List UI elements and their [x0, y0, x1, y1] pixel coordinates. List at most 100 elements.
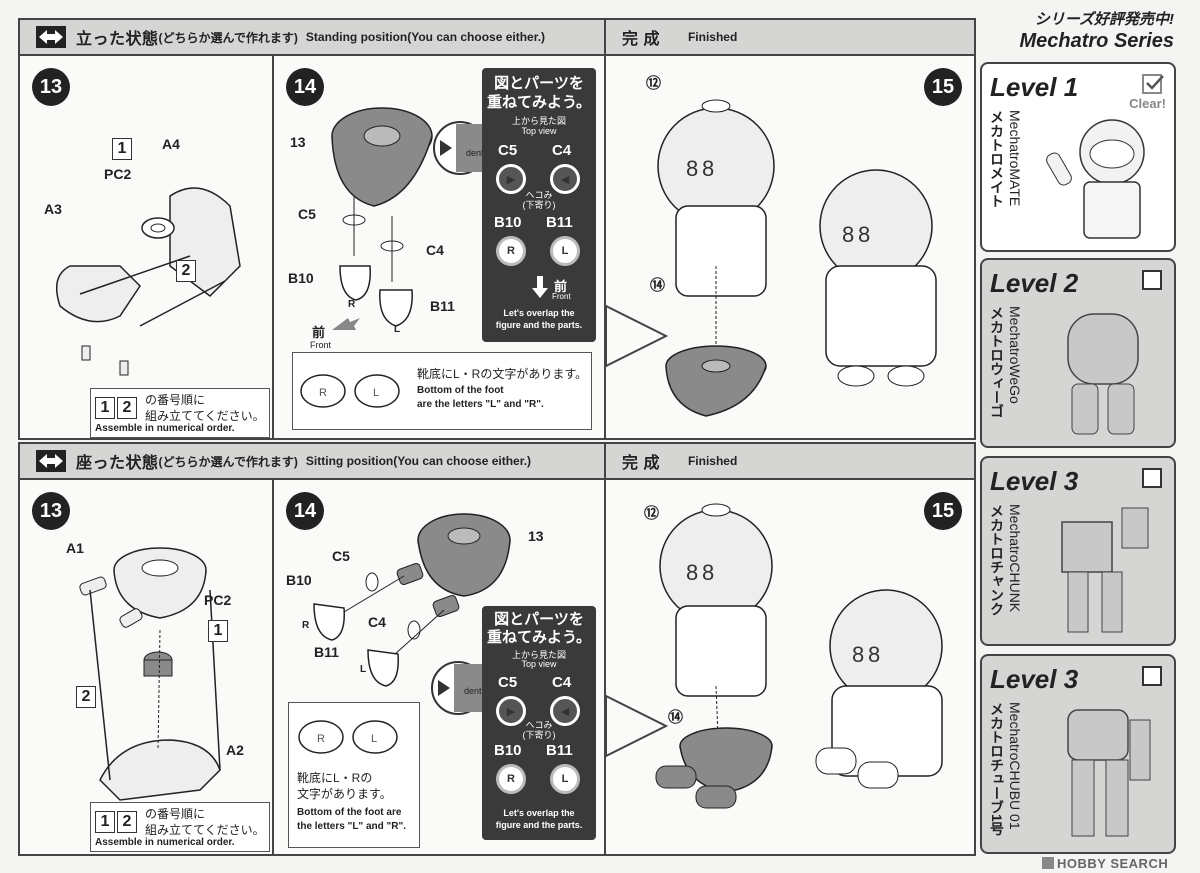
b11-part-icon: L — [550, 236, 580, 266]
foot-note-en-2: the letters "L" and "R". — [297, 821, 406, 832]
section-header-standing: 立った状態 (どちらか選んで作れます) Standing position(Yo… — [18, 18, 606, 56]
front-arrow-icon — [332, 318, 360, 330]
overlap-title-2: 重ねてみよう。 — [486, 94, 592, 111]
top-view-en: Top view — [521, 126, 557, 136]
c4-part-icon: ◀ — [550, 164, 580, 194]
step-14-sitting-panel: 14 13 C5 C4 B10 B11 R L R L 靴底にL・Rの 文字があ… — [272, 478, 606, 856]
assembly-note: 1 2 の番号順に 組み立ててください。 Assemble in numeric… — [90, 388, 270, 438]
step-number: 13 — [32, 68, 70, 106]
step-15-standing-panel: 15 8 8 8 8 ⑫ ⑭ — [604, 54, 976, 440]
swap-arrows-icon — [36, 450, 66, 472]
b10-label: B10 — [494, 214, 522, 231]
level-name-en: MechatroMATE — [1007, 110, 1023, 207]
c5-part-icon: ▶ — [496, 696, 526, 726]
level-name-jp: メカトロチャンク — [989, 504, 1005, 616]
part-label-c5: C5 — [298, 206, 316, 222]
foot-note-jp: 靴底にL・Rの文字があります。 — [417, 367, 588, 381]
level-card-2: Level 2 メカトロウィーゴ MechatroWeGo — [980, 258, 1176, 448]
down-arrow-icon — [532, 276, 548, 298]
finished-header-sitting: 完 成 Finished — [604, 442, 976, 480]
part-label-pc2: PC2 — [204, 592, 232, 608]
note-jp-1: の番号順に — [145, 393, 206, 407]
foot-note-jp-1: 靴底にL・Rの — [297, 771, 373, 785]
part-label-a1: A1 — [66, 540, 84, 556]
overlap-guide-box: 図とパーツを 重ねてみよう。 上から見た図 Top view C5 C4 ▶ ◀… — [482, 606, 596, 840]
overlap-title-1: 図とパーツを — [494, 611, 584, 628]
top-view-jp: 上から見た図 — [511, 650, 566, 660]
header-jp-sub: (どちらか選んで作れます) — [158, 454, 298, 469]
step-number: 14 — [286, 492, 324, 530]
level-checkbox[interactable] — [1142, 468, 1162, 488]
svg-text:8: 8 — [702, 560, 714, 585]
finished-robot-sitting-illustration: 8 8 8 8 — [606, 503, 943, 809]
level-name-en: MechatroCHUBU 01 — [1007, 702, 1023, 830]
foot-r-label: R — [302, 620, 310, 631]
foot-soles-icon: R L — [298, 720, 398, 754]
c4-label: C4 — [552, 674, 572, 691]
header-en: Sitting position(You can choose either.) — [305, 454, 532, 468]
mechatro-wego-figure — [1067, 313, 1139, 435]
mechatro-mate-figure — [1046, 119, 1145, 239]
part-label-c5: C5 — [332, 548, 350, 564]
swap-arrows-icon — [36, 26, 66, 48]
level-title: Level 3 — [990, 664, 1079, 694]
watermark-icon — [1042, 857, 1054, 869]
part-label-b10: B10 — [288, 270, 314, 286]
c5-label: C5 — [498, 142, 518, 159]
part-label-13: 13 — [290, 134, 306, 150]
c4-label: C4 — [552, 142, 572, 159]
svg-text:L: L — [373, 387, 379, 399]
level-name-en: MechatroCHUNK — [1007, 504, 1023, 613]
part-label-a4: A4 — [162, 136, 180, 152]
level-name-jp: メカトロチューブ1号 — [989, 702, 1005, 836]
dent-callout-icon — [431, 661, 484, 715]
top-view-jp: 上から見た図 — [511, 116, 566, 126]
hekomi-2: (下寄り) — [522, 730, 556, 740]
level-card-1: Level 1 Clear! メカトロメイト MechatroMATE — [980, 62, 1176, 252]
part-label-13: 13 — [528, 528, 544, 544]
b11-label: B11 — [546, 742, 573, 759]
order-box-2: 2 — [76, 686, 96, 708]
part-label-c4: C4 — [426, 242, 444, 258]
b10-part-icon: R — [496, 236, 526, 266]
watermark-text: HOBBY SEARCH — [1057, 856, 1169, 871]
note-jp-2: 組み立ててください。 — [145, 409, 265, 423]
level-card-4: Level 3 メカトロチューブ1号 MechatroCHUBU 01 — [980, 654, 1176, 854]
front-en-box: Front — [552, 292, 571, 301]
step-13-standing-panel: 13 A4 PC2 A3 1 2 1 2 の番号順に 組み立ててください。 As… — [18, 54, 274, 440]
leg-assembly-illustration — [331, 107, 433, 327]
level-checkbox[interactable] — [1142, 666, 1162, 686]
svg-text:L: L — [371, 733, 377, 745]
level-checkbox[interactable] — [1142, 270, 1162, 290]
note-box-2: 2 — [117, 811, 137, 833]
top-view-en: Top view — [521, 659, 557, 669]
part-13-text: 13 — [290, 134, 306, 150]
level-checkbox[interactable] — [1142, 74, 1164, 94]
svg-text:8: 8 — [842, 222, 854, 247]
svg-text:8: 8 — [868, 642, 880, 667]
svg-text:8: 8 — [702, 156, 714, 181]
finished-jp: 完 成 — [622, 455, 660, 472]
overlap-msg-1: Let's overlap the — [503, 308, 575, 318]
foot-note-en-1: Bottom of the foot are — [297, 807, 402, 818]
foot-note-box: R L 靴底にL・Rの文字があります。 Bottom of the foot a… — [292, 352, 592, 430]
level-title: Level 3 — [990, 466, 1079, 496]
front-jp-box: 前 — [554, 279, 568, 294]
overlap-msg-2: figure and the parts. — [495, 320, 583, 330]
check-icon — [1146, 75, 1164, 90]
note-box-1: 1 — [95, 397, 115, 419]
note-en: Assemble in numerical order. — [95, 837, 235, 848]
note-box-1: 1 — [95, 811, 115, 833]
foot-soles-icon: R L — [300, 374, 400, 408]
svg-text:R: R — [317, 733, 325, 745]
finished-en: Finished — [687, 454, 738, 468]
part-ref-12: ⑫ — [646, 75, 662, 92]
part-13-text: 13 — [528, 528, 544, 544]
step-13-sitting-panel: 13 A1 PC2 A2 1 2 1 2 の番号順に 組み立ててください。 As… — [18, 478, 274, 856]
front-jp: 前 — [312, 325, 326, 340]
hekomi-1: ヘコみ — [525, 720, 553, 730]
header-jp: 立った状態 — [76, 31, 159, 48]
order-box-1: 1 — [208, 620, 228, 642]
level-title: Level 2 — [990, 268, 1079, 298]
header-en: Standing position(You can choose either.… — [305, 30, 546, 44]
